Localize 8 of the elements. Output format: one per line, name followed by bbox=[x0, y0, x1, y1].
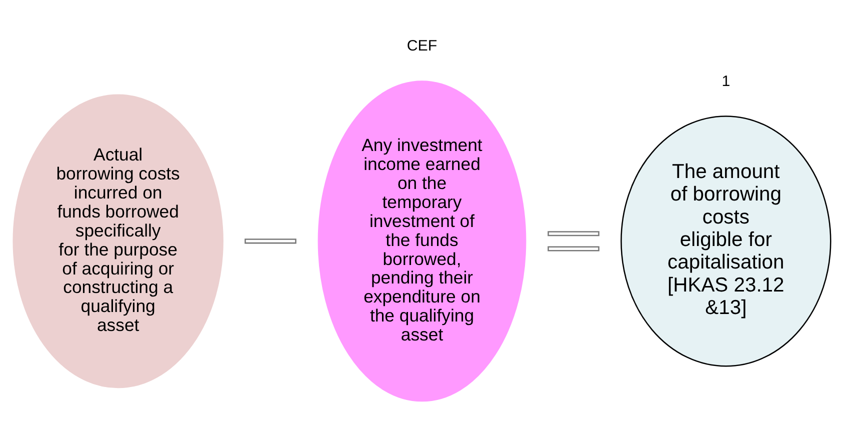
node-bar bbox=[244, 238, 296, 244]
label: CEF bbox=[406, 38, 438, 55]
label: 1 bbox=[722, 73, 730, 90]
node-bar bbox=[548, 231, 600, 236]
node-ellipse: The amount of borrowing costs eligible for capitalisation [HKAS 23.12 &13] bbox=[620, 116, 832, 367]
node-bar bbox=[548, 246, 600, 252]
node-ellipse: Any investment income earned on the temporary investment of the funds borrowed, pending their expenditure on the qualifying asset bbox=[318, 80, 526, 402]
node-ellipse: Actual borrowing costs incurred on funds borrowed specifically for the purpose of acquiring or constructing a qualifying asset bbox=[12, 94, 224, 388]
